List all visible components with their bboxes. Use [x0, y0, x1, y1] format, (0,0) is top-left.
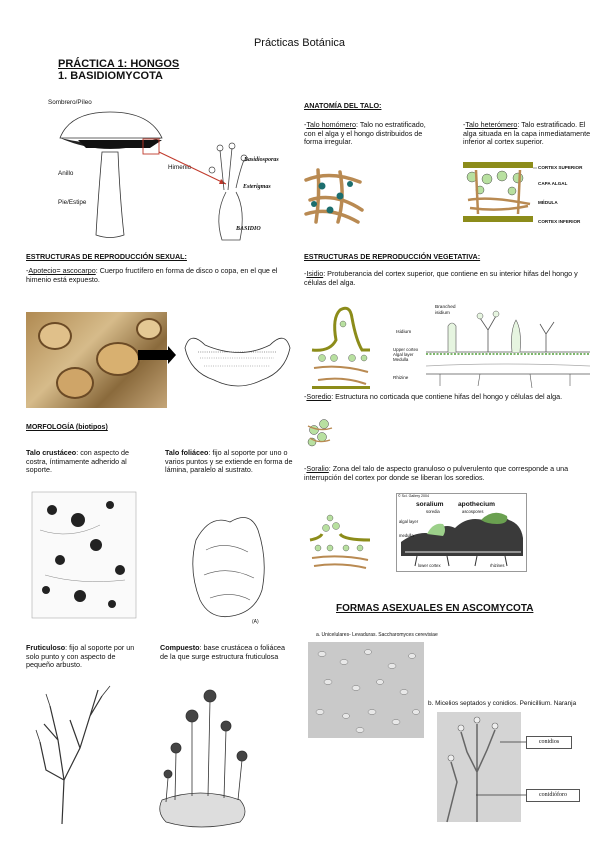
- layer-algal: CAPA ALGAL: [538, 181, 568, 186]
- soralio-description: -Soralio: Zona del talo de aspecto granu…: [304, 464, 569, 482]
- soredium-diagram: [307, 419, 333, 447]
- label-basidium: BASIDIO: [236, 226, 261, 232]
- ascospores-label: ascospores: [462, 509, 484, 514]
- vegetative-heading: ESTRUCTURAS DE REPRODUCCIÓN VEGETATIVA:: [304, 252, 481, 261]
- yeast-micrograph: [308, 642, 424, 738]
- isidia-rhizine-label: Rhizine: [393, 375, 409, 380]
- label-sterigmata: Esterigmas: [243, 184, 271, 190]
- upper-cortex-label: upper cortex: [442, 516, 462, 520]
- sexual-heading: ESTRUCTURAS DE REPRODUCCIÓN SEXUAL:: [26, 252, 187, 261]
- soredia-label: soredia: [426, 509, 440, 514]
- morph-fruticose: Fruticuloso: fijo al soporte por un solo…: [26, 643, 135, 670]
- label-cap: Sombrero/Píleo: [48, 99, 92, 106]
- morphology-heading: MORFOLOGÍA (biotipos): [26, 424, 108, 431]
- layer-medulla: MÉDULA: [538, 200, 558, 205]
- soralium-copyright: © Sci. Gallery 2004: [398, 494, 430, 498]
- morph-crustose: Talo crustáceo: con aspecto de costra, í…: [26, 448, 129, 475]
- apothecia-photo: [26, 312, 167, 408]
- anatomy-homomerous: -Talo homómero: Talo no estratificado, c…: [304, 120, 426, 147]
- sexual-description: -Apotecio= ascocarpo: Cuerpo fructífero …: [26, 266, 278, 284]
- page-header: Prácticas Botánica: [253, 37, 346, 49]
- layer-upper-cortex: CORTEX SUPERIOR: [538, 165, 583, 170]
- rhizines-label: rhizines: [490, 563, 505, 568]
- isidio-description: -Isidio: Protuberancia del cortex superi…: [304, 269, 578, 287]
- foliose-tag: (A): [252, 619, 259, 625]
- label-hymenium: Himenio: [168, 164, 192, 171]
- practice-title: PRÁCTICA 1: HONGOS: [58, 58, 180, 70]
- label-conidios: conidios: [526, 736, 572, 749]
- mushroom-illustration: [59, 111, 248, 241]
- label-stem: Pie/Estipe: [58, 199, 87, 206]
- algal-layer-label: algal layer: [399, 519, 419, 524]
- medulla-label: medulla: [399, 533, 414, 538]
- asexual-heading: FORMAS ASEXUALES EN ASCOMYCOTA: [336, 603, 534, 614]
- label-conidioforo: conidióforo: [526, 789, 580, 802]
- apothecium-diagram: [138, 337, 291, 387]
- homomerous-diagram: [304, 168, 364, 224]
- caption-penicillium: b. Micelios septados y conidios. Penicil…: [428, 700, 577, 707]
- layer-lower-cortex: CORTEX INFERIOR: [538, 219, 581, 224]
- soralium-label: soralium: [416, 501, 444, 508]
- caption-yeasts: a. Unicelulares- Levaduras. Saccharomyce…: [316, 632, 438, 638]
- label-ring: Anillo: [58, 170, 74, 177]
- heteromerous-diagram: [463, 162, 537, 222]
- label-basidiospores: Basidiosporas: [244, 157, 279, 163]
- crustose-illustration: [31, 491, 265, 619]
- apothecium-label: apothecium: [458, 501, 496, 508]
- morph-composite: Compuesto: base crustácea o foliácea de …: [160, 643, 286, 661]
- penicillium-micrograph: [437, 712, 521, 823]
- soralium-photo-diagram: [396, 493, 527, 572]
- term-apotecio: Apotecio= ascocarpo: [28, 266, 96, 275]
- morph-foliose: Talo foliáceo: fijo al soporte por uno o…: [165, 448, 293, 475]
- soralium-simple-diagram: [309, 514, 371, 569]
- isidium-diagram: [311, 306, 591, 389]
- lower-cortex-label: lower cortex: [418, 563, 441, 568]
- practice-subtitle: 1. BASIDIOMYCOTA: [58, 70, 163, 82]
- anatomy-heteromerous: -Talo heterómero: Talo estratificado. El…: [463, 120, 591, 147]
- anatomy-heading: ANATOMÍA DEL TALO:: [304, 101, 382, 110]
- fruticose-illustration: [35, 685, 248, 828]
- isidia-isidium-label: Isidium: [396, 330, 412, 335]
- soredio-description: -Soredio: Estructura no corticada que co…: [304, 392, 563, 401]
